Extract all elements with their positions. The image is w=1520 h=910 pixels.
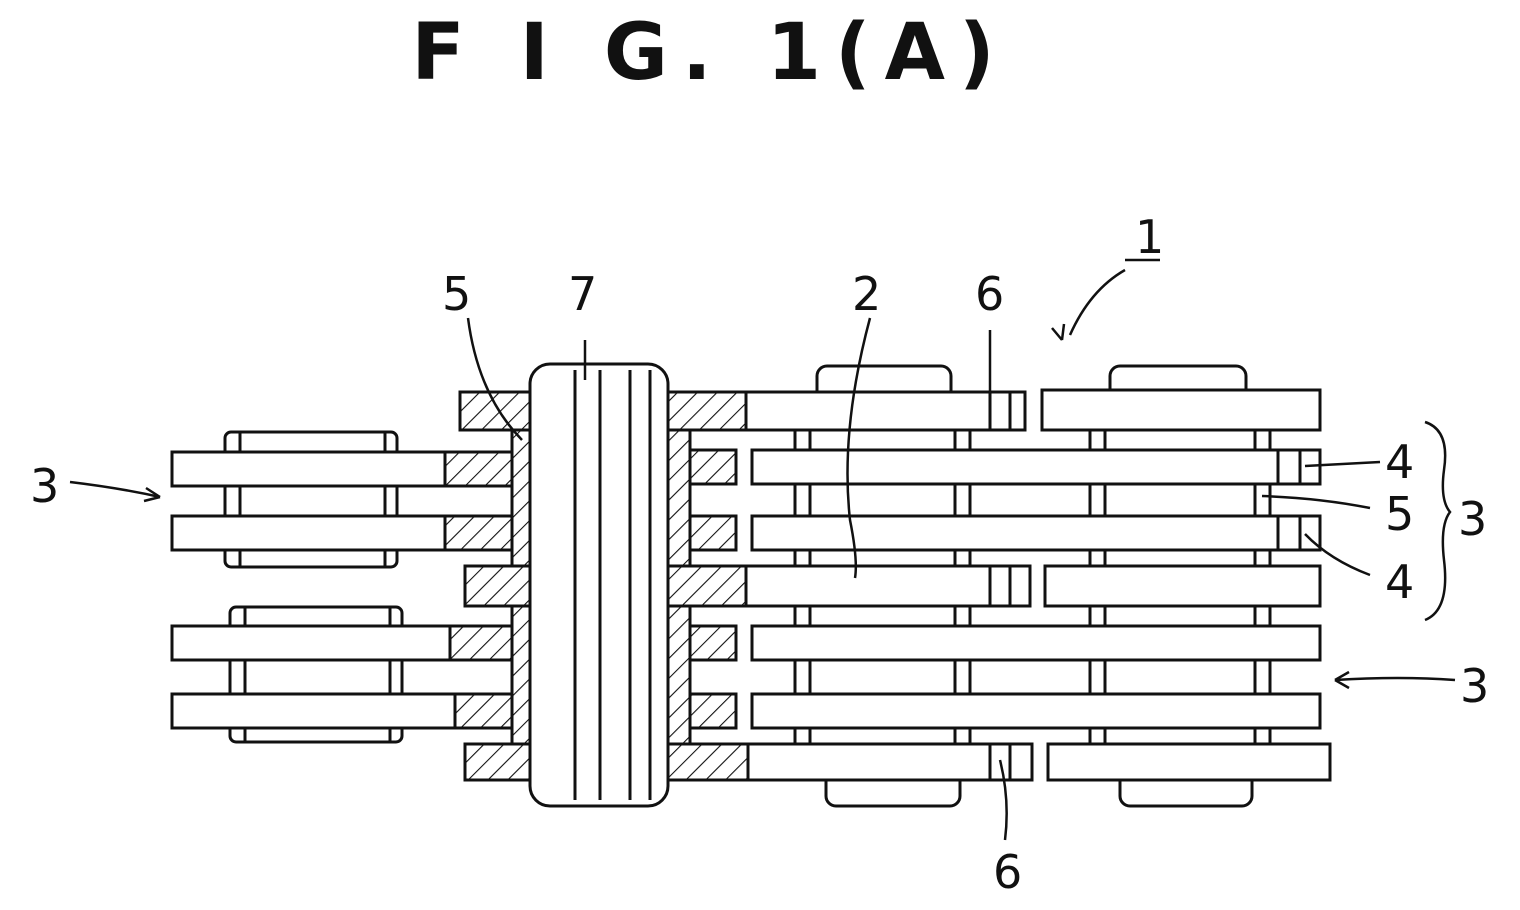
link-plate	[172, 694, 472, 728]
plate-section	[668, 744, 748, 780]
inner-plate	[752, 450, 1320, 484]
plate-section	[668, 392, 746, 430]
inner-plate	[752, 626, 1320, 660]
inner-plate	[690, 516, 736, 550]
outer-plate	[1048, 744, 1330, 780]
plate-section	[460, 392, 532, 430]
label-ref-3-left: 3	[30, 459, 59, 513]
inner-plate	[752, 516, 1320, 550]
inner-plate	[690, 626, 736, 660]
label-ref-5-top: 5	[442, 267, 471, 321]
label-ref-3-bracket: 3	[1458, 492, 1487, 546]
plate-section	[445, 516, 515, 550]
label-ref-4-top: 4	[1385, 435, 1414, 489]
label-ref-6-bottom: 6	[993, 845, 1022, 899]
plate-section	[445, 452, 515, 486]
inner-plate	[690, 694, 736, 728]
plate-section	[668, 566, 746, 606]
label-ref-5-right: 5	[1385, 487, 1414, 541]
outer-plate	[1045, 566, 1320, 606]
link-plate	[172, 452, 472, 486]
inner-plate	[690, 450, 736, 484]
label-ref-1: 1	[1135, 210, 1164, 264]
inner-plate	[752, 694, 1320, 728]
plate-section	[450, 626, 515, 660]
label-ref-4-bottom: 4	[1385, 555, 1414, 609]
chain-body	[172, 364, 1330, 806]
outer-plate	[1042, 390, 1320, 430]
link-plate	[172, 516, 472, 550]
label-ref-6-top: 6	[975, 267, 1004, 321]
label-ref-2: 2	[852, 267, 881, 321]
plate-section	[455, 694, 515, 728]
label-ref-3-right: 3	[1460, 659, 1489, 713]
link-plate	[172, 626, 472, 660]
plate-section	[465, 744, 532, 780]
label-ref-7: 7	[568, 267, 597, 321]
plate-section	[465, 566, 532, 606]
